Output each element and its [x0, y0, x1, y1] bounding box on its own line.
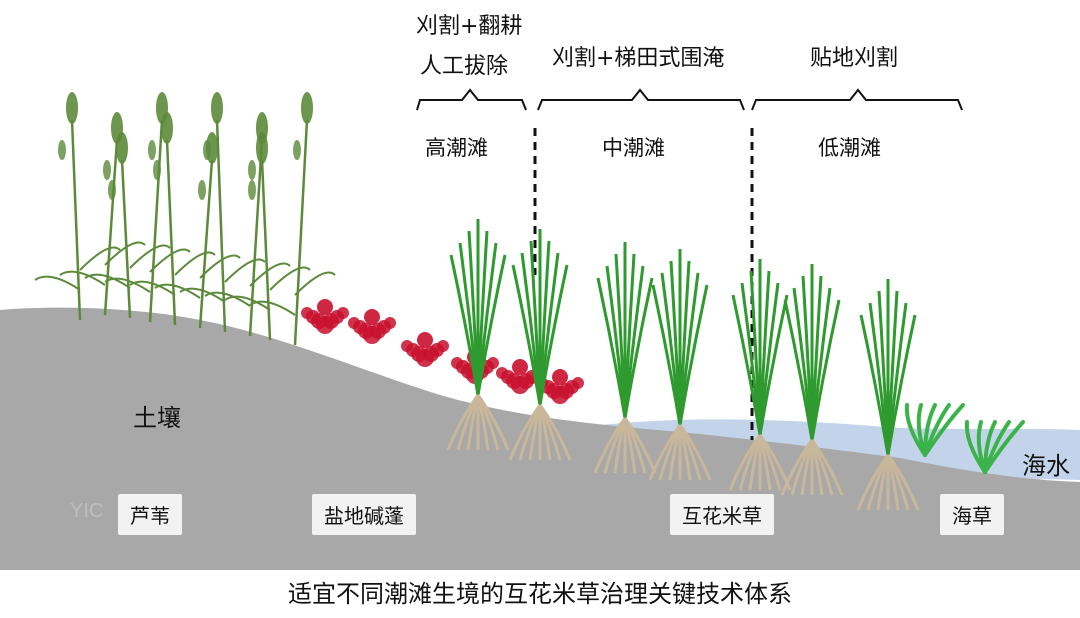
soil-label: 土壤: [133, 404, 181, 432]
method-low: 贴地刈割: [810, 46, 899, 71]
reed-plants: [34, 92, 336, 346]
suaeda-bush: [301, 299, 349, 334]
zone-low: 低潮滩: [818, 136, 881, 160]
suaeda-bush: [348, 309, 396, 344]
spartina-clump: [508, 229, 572, 461]
brace-high: [416, 88, 527, 111]
spartina-clump: [856, 279, 920, 511]
seagrass-clump: [904, 403, 965, 457]
reed: [129, 112, 216, 326]
suaeda-bush: [401, 332, 449, 367]
spartina-plants: [446, 219, 920, 511]
spartina-clump: [728, 259, 792, 491]
reed: [224, 132, 311, 341]
brace-low: [751, 88, 963, 111]
zone-mid: 中潮滩: [602, 136, 665, 160]
spartina-clump: [780, 264, 844, 496]
reed: [104, 92, 191, 323]
brace-mid: [537, 88, 745, 111]
method-high-line2: 人工拔除: [420, 54, 509, 79]
method-high-line1: 刈割+翻耕: [416, 14, 523, 39]
seagrass-clump: [964, 420, 1025, 474]
reed: [84, 132, 171, 319]
reed: [179, 92, 266, 333]
spartina-clump: [593, 241, 657, 474]
method-mid: 刈割+梯田式围淹: [552, 46, 725, 71]
sea-label: 海水: [1022, 452, 1070, 480]
watermark: YIC: [70, 500, 104, 522]
reed: [154, 132, 241, 329]
spartina-clump: [446, 219, 510, 451]
reed: [34, 92, 121, 321]
label-spartina: 互花米草: [670, 494, 774, 535]
label-reed: 芦苇: [118, 494, 182, 535]
spartina-clump: [648, 249, 712, 481]
zone-high: 高潮滩: [425, 136, 488, 160]
seagrass-plants: [904, 403, 1025, 474]
label-suaeda: 盐地碱蓬: [312, 494, 416, 535]
label-seagrass: 海草: [940, 494, 1004, 535]
reed: [249, 92, 336, 346]
figure-caption: 适宜不同潮滩生境的互花米草治理关键技术体系: [288, 580, 792, 608]
